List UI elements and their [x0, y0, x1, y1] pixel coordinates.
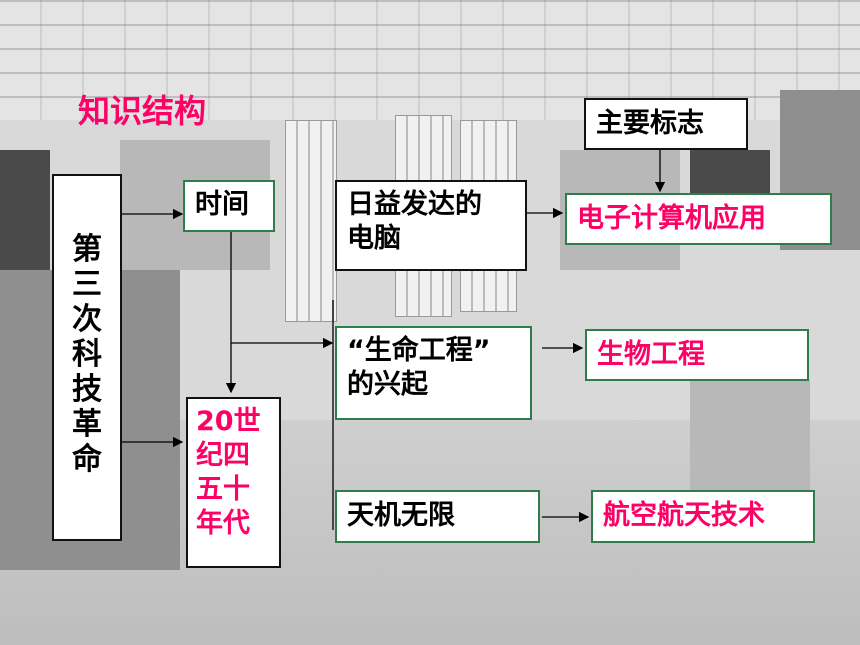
era-line: 20世: [196, 406, 261, 437]
branch3-node: 天机无限: [335, 490, 540, 543]
branch2-node: “生命工程” 的兴起: [335, 326, 532, 420]
branch3-result-node: 航空航天技术: [591, 490, 815, 543]
era-line: 年代: [196, 508, 250, 539]
page-title: 知识结构: [78, 92, 207, 130]
branch3-label: 天机无限: [347, 500, 455, 531]
root-char: 技: [72, 372, 102, 407]
root-char: 第: [72, 232, 102, 267]
branch1-line: 电脑: [347, 223, 401, 254]
root-char: 科: [72, 337, 102, 372]
sign-header-label: 主要标志: [596, 108, 704, 139]
era-line: 纪四: [196, 440, 250, 471]
time-label: 时间: [195, 189, 249, 220]
branch2-result-label: 生物工程: [597, 339, 705, 370]
root-char: 命: [72, 442, 102, 477]
root-char: 次: [72, 302, 102, 337]
branch2-line: “生命工程”: [347, 335, 491, 366]
era-node: 20世 纪四 五十 年代: [186, 397, 281, 568]
root-char: 三: [72, 267, 102, 302]
sign-header-node: 主要标志: [584, 98, 748, 150]
time-node: 时间: [183, 180, 275, 232]
era-line: 五十: [196, 474, 250, 505]
branch1-line: 日益发达的: [347, 189, 482, 220]
branch2-line: 的兴起: [347, 369, 428, 400]
branch2-result-node: 生物工程: [585, 329, 809, 381]
branch3-result-label: 航空航天技术: [603, 500, 765, 531]
root-node: 第 三 次 科 技 革 命: [52, 174, 122, 541]
root-char: 革: [72, 407, 102, 442]
branch1-result-label: 电子计算机应用: [577, 203, 766, 234]
branch1-node: 日益发达的 电脑: [335, 180, 527, 271]
branch1-result-node: 电子计算机应用: [565, 193, 832, 245]
